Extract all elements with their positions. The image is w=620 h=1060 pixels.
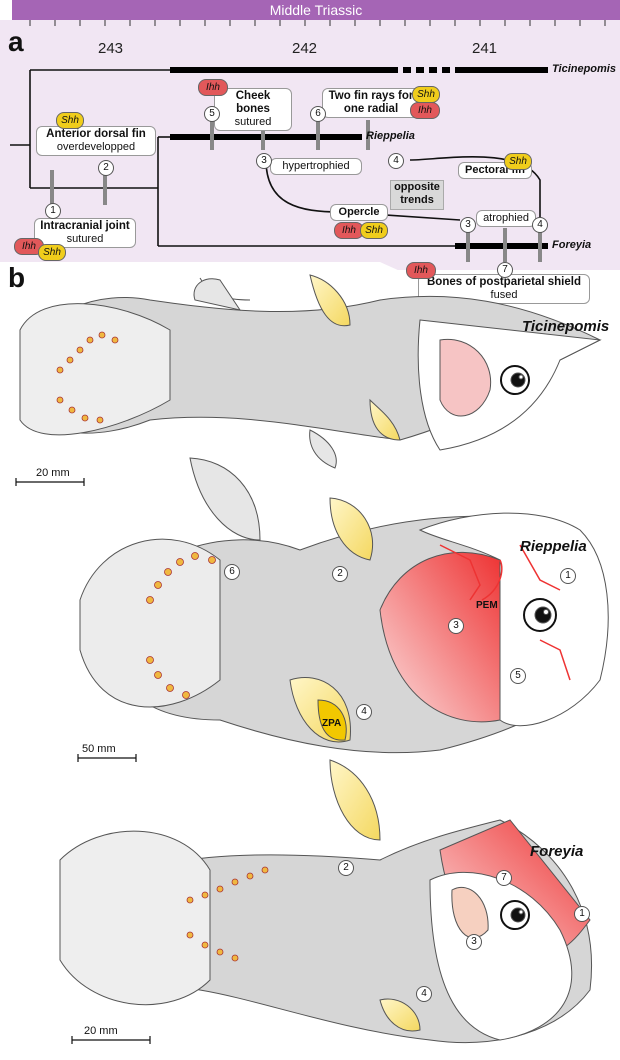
rieppelia-label-3: 3	[448, 618, 464, 634]
rieppelia-label-5: 5	[510, 668, 526, 684]
scale-bar-foreyia	[72, 1036, 150, 1044]
fish-name-foreyia: Foreyia	[530, 843, 583, 860]
scale-label-foreyia: 20 mm	[84, 1025, 118, 1037]
foreyia-label-2: 2	[338, 860, 354, 876]
fish-name-ticinepomis: Ticinepomis	[522, 318, 609, 335]
scale-bar-rieppelia	[78, 754, 136, 762]
rieppelia-label-1: 1	[560, 568, 576, 584]
rieppelia-label-pem: PEM	[476, 600, 498, 611]
scale-bar-ticinepomis	[16, 478, 84, 486]
foreyia-label-4: 4	[416, 986, 432, 1002]
foreyia-label-7: 7	[496, 870, 512, 886]
scale-label-ticinepomis: 20 mm	[36, 467, 70, 479]
rieppelia-label-zpa: ZPA	[322, 718, 341, 729]
foreyia-label-1: 1	[574, 906, 590, 922]
rieppelia-label-4: 4	[356, 704, 372, 720]
rieppelia-label-6: 6	[224, 564, 240, 580]
fish-name-rieppelia: Rieppelia	[520, 538, 587, 555]
fish-rieppelia	[80, 458, 608, 753]
fish-ticinepomis	[20, 275, 600, 468]
foreyia-label-3: 3	[466, 934, 482, 950]
scale-label-rieppelia: 50 mm	[82, 743, 116, 755]
fish-foreyia	[60, 760, 592, 1043]
rieppelia-label-2: 2	[332, 566, 348, 582]
